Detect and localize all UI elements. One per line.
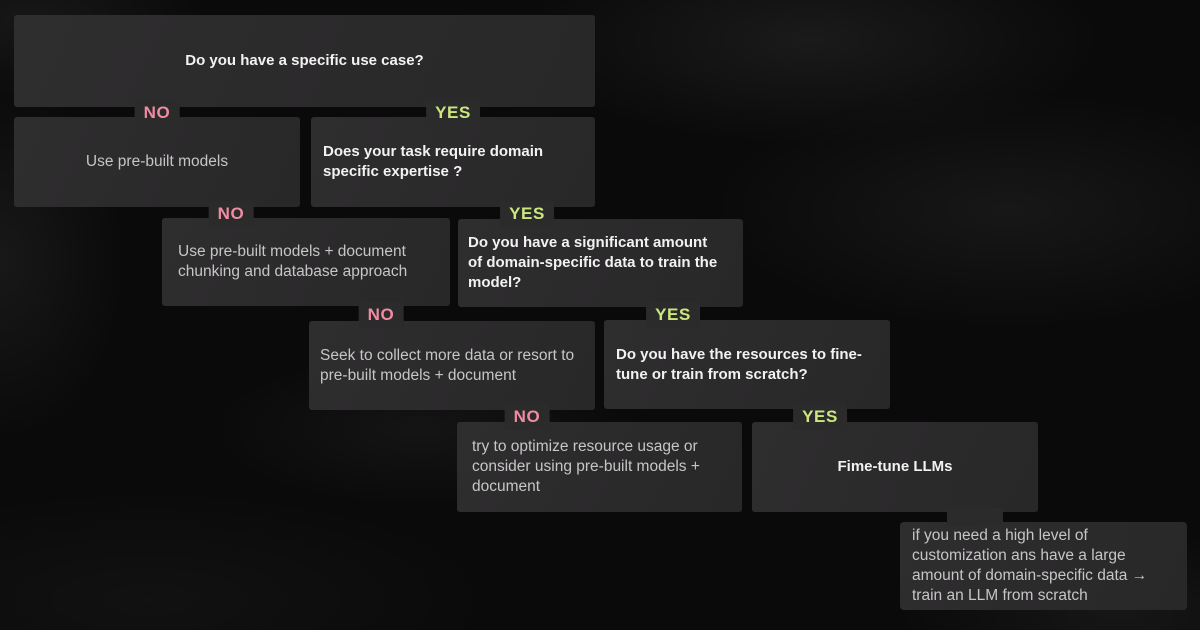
- edge-label-yes-4: YES: [793, 404, 847, 430]
- node-answer-optimize-text: try to optimize resource usage or consid…: [472, 438, 700, 495]
- edge-label-no-1-text: NO: [143, 103, 171, 122]
- node-note-train-from-scratch-text: if you need a high level of customizatio…: [912, 527, 1148, 604]
- node-question-domain-expertise: Does your task require domain specific e…: [311, 117, 595, 207]
- edge-label-no-4: NO: [504, 404, 550, 430]
- edge-label-no-3: NO: [358, 302, 404, 328]
- edge-label-yes-3-text: YES: [655, 305, 691, 324]
- node-answer-optimize: try to optimize resource usage or consid…: [457, 422, 742, 512]
- edge-label-yes-2: YES: [500, 201, 554, 227]
- edge-label-yes-2-text: YES: [509, 204, 545, 223]
- edge-label-yes-1-text: YES: [435, 103, 471, 122]
- node-answer-prebuilt-text: Use pre-built models: [85, 153, 229, 170]
- node-question-use-case-text: Do you have a specific use case?: [185, 52, 424, 69]
- edge-label-yes-4-text: YES: [802, 407, 838, 426]
- node-question-domain-expertise-text: Does your task require domain specific e…: [323, 143, 544, 180]
- node-answer-collect-more-text: Seek to collect more data or resort to p…: [320, 346, 575, 384]
- node-question-use-case: Do you have a specific use case?: [14, 15, 595, 107]
- connector-tab: [947, 508, 1003, 526]
- node-question-resources-text: Do you have the resources to fine-tune o…: [616, 345, 862, 383]
- edge-label-no-1: NO: [134, 100, 180, 126]
- node-note-train-from-scratch: if you need a high level of customizatio…: [900, 522, 1187, 610]
- edge-label-no-4-text: NO: [513, 407, 541, 426]
- node-answer-chunking: Use pre-built models + document chunking…: [162, 218, 450, 306]
- node-result-finetune-text: Fime-tune LLMs: [837, 458, 953, 475]
- node-question-domain-data: Do you have a significant amount of doma…: [458, 219, 743, 307]
- node-question-domain-data-text: Do you have a significant amount of doma…: [468, 234, 718, 291]
- edge-label-yes-1: YES: [426, 100, 480, 126]
- node-answer-collect-more: Seek to collect more data or resort to p…: [309, 321, 595, 410]
- edge-label-no-2-text: NO: [217, 204, 245, 223]
- edge-label-no-2: NO: [208, 201, 254, 227]
- edge-label-no-3-text: NO: [367, 305, 395, 324]
- node-answer-chunking-text: Use pre-built models + document chunking…: [178, 243, 408, 280]
- node-question-resources: Do you have the resources to fine-tune o…: [604, 320, 890, 409]
- node-answer-prebuilt: Use pre-built models: [14, 117, 300, 207]
- node-result-finetune: Fime-tune LLMs: [752, 422, 1038, 512]
- edge-label-yes-3: YES: [646, 302, 700, 328]
